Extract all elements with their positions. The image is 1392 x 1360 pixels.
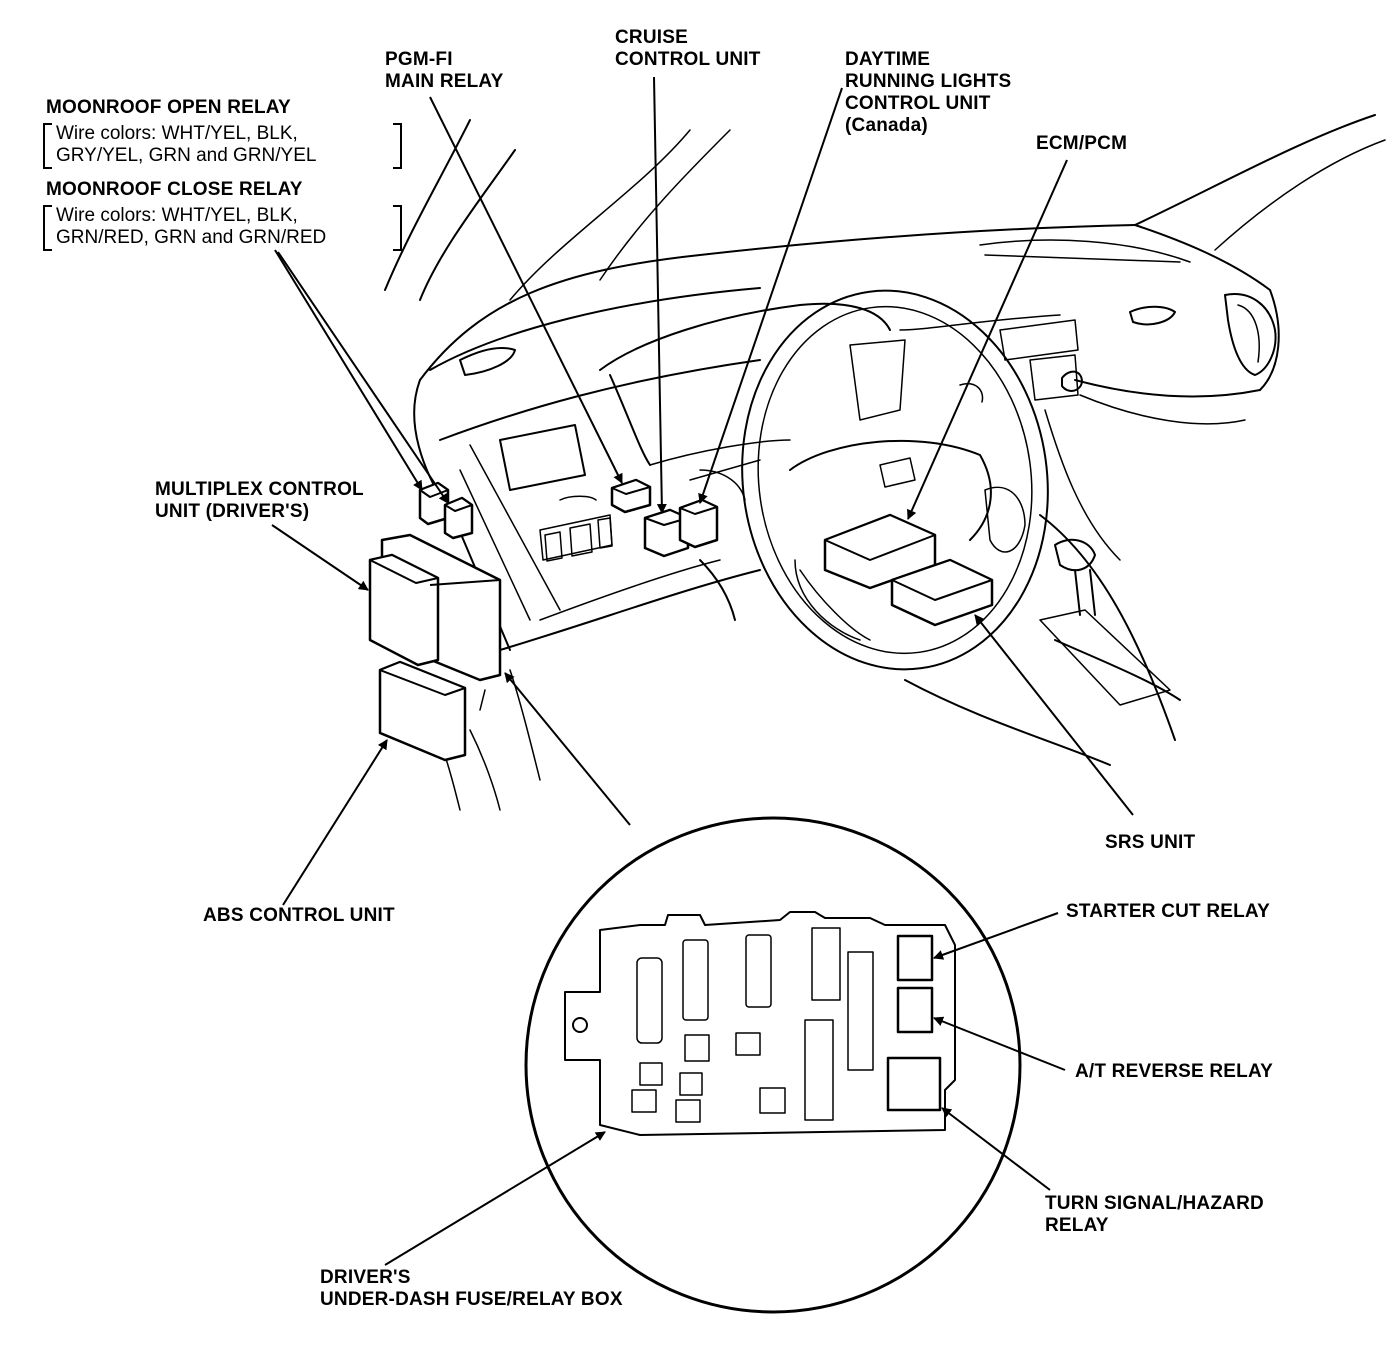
drl-control-unit	[678, 498, 719, 549]
bracket-left	[43, 205, 52, 251]
turn-signal-hazard-relay-label: TURN SIGNAL/HAZARD RELAY	[1045, 1193, 1264, 1236]
srs-unit	[890, 558, 994, 627]
moonroof-open-wire-colors: Wire colors: WHT/YEL, BLK, GRY/YEL, GRN …	[56, 123, 317, 166]
starter-cut-relay-label: STARTER CUT RELAY	[1066, 901, 1270, 922]
leader-lines	[271, 76, 1134, 1266]
at-reverse-relay-box	[896, 986, 934, 1034]
starter-cut-relay-box	[896, 934, 934, 982]
moonroof-relays	[418, 481, 474, 540]
bracket-right	[393, 205, 402, 251]
bracket-right	[393, 123, 402, 169]
pgmfi-main-relay-label: PGM-FI MAIN RELAY	[385, 49, 504, 92]
drl-control-unit-label: DAYTIME RUNNING LIGHTS CONTROL UNIT (Can…	[845, 49, 1012, 136]
abs-control-unit	[378, 660, 467, 762]
multiplex-control-unit	[368, 533, 502, 682]
moonroof-close-relay-label: MOONROOF CLOSE RELAY	[46, 179, 303, 200]
at-reverse-relay-label: A/T REVERSE RELAY	[1075, 1061, 1274, 1082]
under-dash-fuse-relay-box-label: DRIVER'S UNDER-DASH FUSE/RELAY BOX	[320, 1267, 623, 1310]
cruise-control-unit	[643, 508, 690, 558]
ecm-pcm-label: ECM/PCM	[1036, 133, 1128, 154]
pgmfi-main-relay	[610, 478, 652, 514]
abs-control-unit-label: ABS CONTROL UNIT	[203, 905, 395, 926]
moonroof-close-wire-colors: Wire colors: WHT/YEL, BLK, GRN/RED, GRN …	[56, 205, 327, 248]
dashboard-illustration	[384, 114, 1386, 811]
cruise-control-unit-label: CRUISE CONTROL UNIT	[615, 27, 761, 70]
ecm-pcm-unit	[823, 513, 937, 590]
srs-unit-label: SRS UNIT	[1105, 832, 1196, 853]
fuse-relay-box-detail	[524, 816, 1022, 1314]
moonroof-open-relay-label: MOONROOF OPEN RELAY	[46, 97, 291, 118]
turn-signal-relay-box	[886, 1056, 942, 1112]
multiplex-control-unit-label: MULTIPLEX CONTROL UNIT (DRIVER'S)	[155, 479, 364, 522]
bracket-left	[43, 123, 52, 169]
